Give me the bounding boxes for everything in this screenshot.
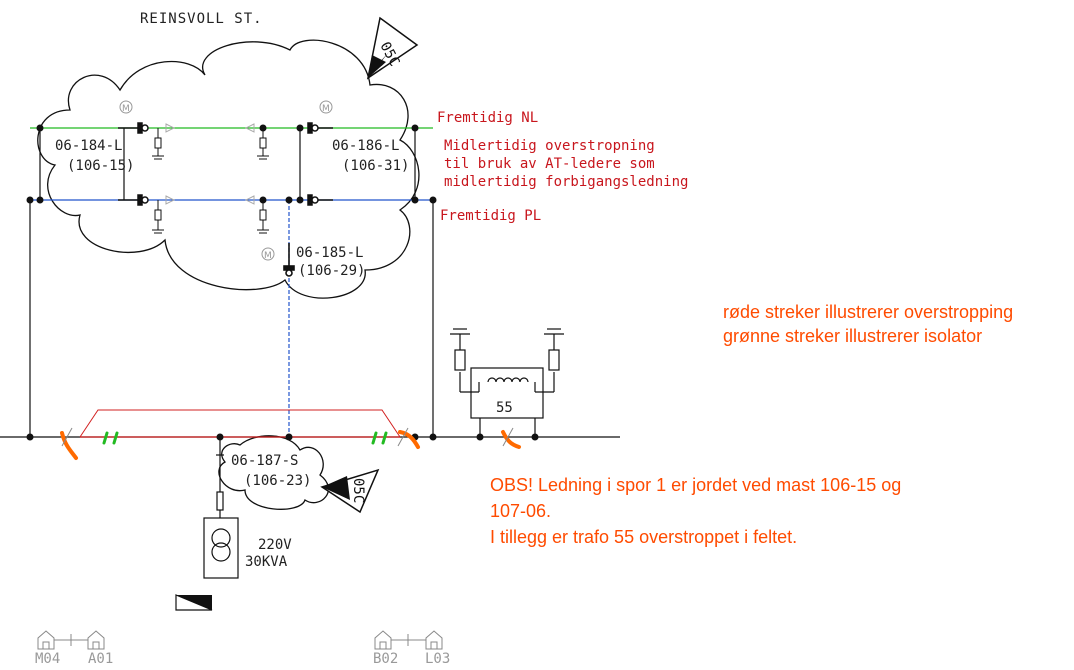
- switch-184-mast: (106-15): [67, 158, 134, 174]
- switch-187-id: 06-187-S: [231, 453, 298, 469]
- earth-symbols: [152, 128, 269, 234]
- badge-05c-top: 05C: [366, 16, 419, 80]
- revision-cloud-small: [218, 435, 329, 510]
- switch-185-id: 06-185-L: [296, 245, 363, 261]
- trafo-55: [450, 328, 564, 437]
- transformer-branch: [203, 437, 239, 579]
- isolator-marks-green: [102, 431, 388, 445]
- transformer-voltage: 220V: [258, 537, 292, 553]
- motor-186-label: M: [322, 104, 330, 114]
- trafo-number: 55: [496, 400, 513, 416]
- switch-186-id: 06-186-L: [332, 138, 399, 154]
- overstrap-red: [79, 409, 401, 438]
- revision-cloud-main: [37, 39, 420, 299]
- temp-note-line-3: midlertidig forbigangsledning: [444, 174, 688, 190]
- switch-185-mast: (106-29): [298, 263, 365, 279]
- station-name: REINSVOLL ST.: [140, 11, 263, 27]
- motor-185-label: M: [264, 251, 272, 261]
- strap-marks-orange: [60, 430, 521, 460]
- transformer-power: 30KVA: [245, 554, 288, 570]
- switch-186-mast: (106-31): [342, 158, 409, 174]
- badge-05c-bottom-label: 05C: [350, 478, 366, 503]
- motor-186: [319, 100, 333, 114]
- motor-184-label: M: [122, 104, 130, 114]
- badge-05c-bottom: 05C: [320, 468, 380, 514]
- label-fremtidig-pl: Fremtidig PL: [440, 208, 541, 224]
- obs-note-line-2: 107-06.: [490, 501, 551, 521]
- switch-184-id: 06-184-L: [55, 138, 122, 154]
- marker-l03: L03: [425, 651, 450, 667]
- obs-note-line-3: I tillegg er trafo 55 overstroppet i fel…: [490, 527, 797, 547]
- label-fremtidig-nl: Fremtidig NL: [437, 110, 538, 126]
- section-markers: [37, 630, 443, 650]
- switch-187-mast: (106-23): [244, 473, 311, 489]
- junction-dots: [26, 124, 539, 441]
- obs-note-line-1: OBS! Ledning i spor 1 er jordet ved mast…: [490, 475, 901, 495]
- switch-186-symbol: [307, 122, 333, 206]
- switch-185-symbol: [283, 243, 295, 277]
- motor-185: [261, 247, 275, 261]
- temp-note-line-2: til bruk av AT-ledere som: [444, 156, 655, 172]
- legend-red: røde streker illustrerer overstropping: [723, 302, 1013, 322]
- marker-a01: A01: [88, 651, 113, 667]
- cross-ticks: [61, 427, 514, 447]
- isolator-markers-gray: [165, 123, 255, 205]
- legend-green: grønne streker illustrerer isolator: [723, 326, 982, 346]
- earth-flag: [175, 594, 213, 611]
- marker-b02: B02: [373, 651, 398, 667]
- marker-m04: M04: [35, 651, 60, 667]
- switch-184-symbol: [118, 122, 149, 206]
- motor-184: [119, 100, 133, 114]
- temp-note-line-1: Midlertidig overstropning: [444, 138, 655, 154]
